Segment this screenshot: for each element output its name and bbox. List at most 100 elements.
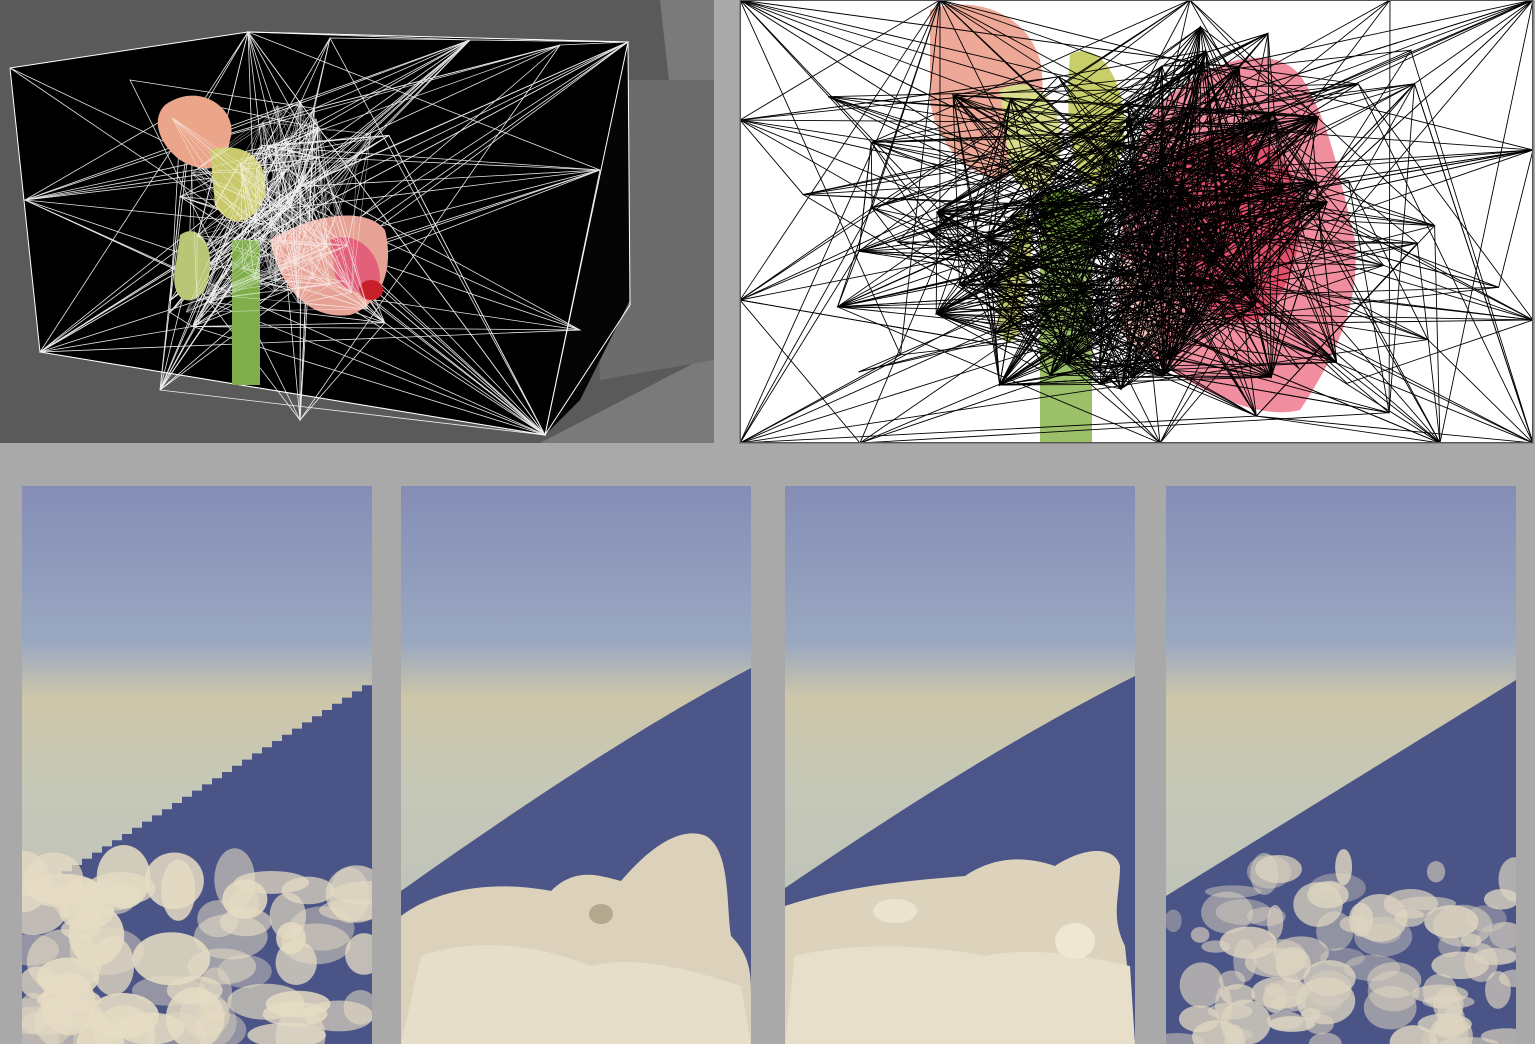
cloud-puff [1190, 926, 1210, 943]
mesh-triangle [247, 31, 472, 223]
cloud-puff [1460, 933, 1482, 948]
strip-4-image [1166, 486, 1516, 1044]
mesh-triangle [1065, 201, 1328, 385]
cloud-puff [132, 932, 211, 986]
mesh-triangle [740, 0, 941, 301]
mesh-triangle [986, 112, 1273, 376]
mesh-triangle [1029, 32, 1269, 244]
mesh-triangle [740, 0, 941, 443]
mesh-triangle [315, 118, 328, 247]
mesh-triangle [192, 41, 629, 327]
mesh-triangle [300, 39, 629, 187]
flat-mesh-triangles [740, 0, 1533, 443]
cloud-puff [247, 1022, 326, 1044]
mesh-triangle [986, 98, 1318, 285]
mesh-triangle [1103, 25, 1207, 159]
mesh-triangle [1077, 201, 1328, 378]
mesh-triangle [240, 137, 287, 164]
mesh-triangle [196, 268, 271, 302]
cloud-puff [1426, 861, 1446, 883]
mesh-box-panel [0, 0, 714, 443]
mesh-triangle [827, 83, 1533, 443]
mesh-triangle [1066, 26, 1201, 364]
cloud-puff [1433, 1017, 1466, 1039]
mesh-triangle [185, 216, 291, 313]
mesh-triangle [958, 49, 1255, 287]
cloud-puff [1485, 970, 1511, 1009]
cloud-puff [229, 888, 260, 919]
mesh-flat-render [740, 0, 1533, 443]
mesh-triangle [1174, 181, 1338, 364]
cloud-puff [1365, 923, 1402, 944]
mesh-triangle [295, 101, 301, 304]
mesh-triangle [191, 172, 291, 302]
mesh-triangle [254, 238, 348, 265]
mesh-triangle [936, 50, 1214, 213]
cloud-puff [227, 983, 304, 1020]
cloud-puff [87, 993, 159, 1039]
cloud-puff [1367, 962, 1422, 999]
cloud-puff [1166, 1033, 1205, 1044]
mesh-triangle [38, 134, 546, 436]
mesh-triangle [740, 49, 1533, 443]
mesh-triangle [1256, 415, 1533, 443]
mesh-triangle [1183, 25, 1317, 342]
mesh-triangle [935, 184, 1182, 334]
cloud-puff [1335, 848, 1353, 886]
cloud-puff [217, 954, 272, 988]
mesh-triangle [959, 284, 1170, 364]
mesh-triangle [935, 97, 1068, 364]
mesh-triangle [241, 216, 326, 269]
mesh-triangle [171, 116, 255, 278]
cloud-puff [194, 998, 237, 1044]
cloud-puff [1201, 891, 1254, 934]
cloud-puff [1307, 881, 1349, 909]
mesh-triangle [1205, 50, 1283, 212]
mesh-triangle [324, 168, 368, 309]
mesh-triangle [316, 128, 357, 244]
cloud-puff [1308, 1032, 1342, 1044]
mesh-triangle [987, 237, 1165, 386]
cloud-puff [1306, 970, 1352, 1007]
mesh-triangle [291, 208, 331, 285]
cloud-puff [304, 1000, 372, 1032]
mesh-triangle [159, 145, 547, 436]
mesh-triangle [262, 121, 296, 265]
mesh-triangle [1100, 64, 1202, 385]
mesh-triangle [240, 172, 309, 266]
cloud-puff [1475, 922, 1516, 964]
cloud-puff [22, 1011, 60, 1044]
cloud-puff [1483, 889, 1516, 910]
mesh-triangle [987, 98, 1171, 360]
mesh-triangle [324, 133, 372, 246]
cloud-puff [26, 929, 103, 994]
mesh-triangle [1049, 65, 1240, 376]
mesh-triangle [281, 133, 372, 219]
mesh-triangle [1183, 150, 1284, 341]
cloud-puff [144, 852, 204, 910]
mesh-triangle [268, 242, 348, 273]
cloud-puff [1489, 921, 1516, 949]
mesh-triangle [740, 0, 1360, 210]
mesh-triangle [1188, 112, 1274, 257]
mesh-flat-panel [739, 0, 1534, 444]
mesh-triangle [240, 162, 331, 285]
mesh-triangle [999, 201, 1328, 386]
mesh-triangle [185, 105, 348, 313]
mesh-triangle [192, 322, 546, 436]
mesh-triangle [196, 208, 293, 302]
mesh-triangle [1163, 112, 1273, 376]
mesh-triangle [1143, 149, 1224, 294]
mesh-triangle [934, 180, 1194, 323]
mesh-triangle [1111, 116, 1319, 377]
mesh-triangle [1009, 216, 1255, 324]
cloud-puff [22, 997, 73, 1044]
mesh-triangle [1125, 120, 1161, 443]
mesh-triangle [1088, 242, 1256, 377]
mesh-triangle [1211, 150, 1284, 223]
cloud-puff [1320, 880, 1341, 894]
cloud-puff [1431, 951, 1489, 980]
mesh-triangle [935, 211, 1272, 378]
mesh-triangle [246, 31, 601, 436]
mesh-triangle [1180, 118, 1277, 223]
